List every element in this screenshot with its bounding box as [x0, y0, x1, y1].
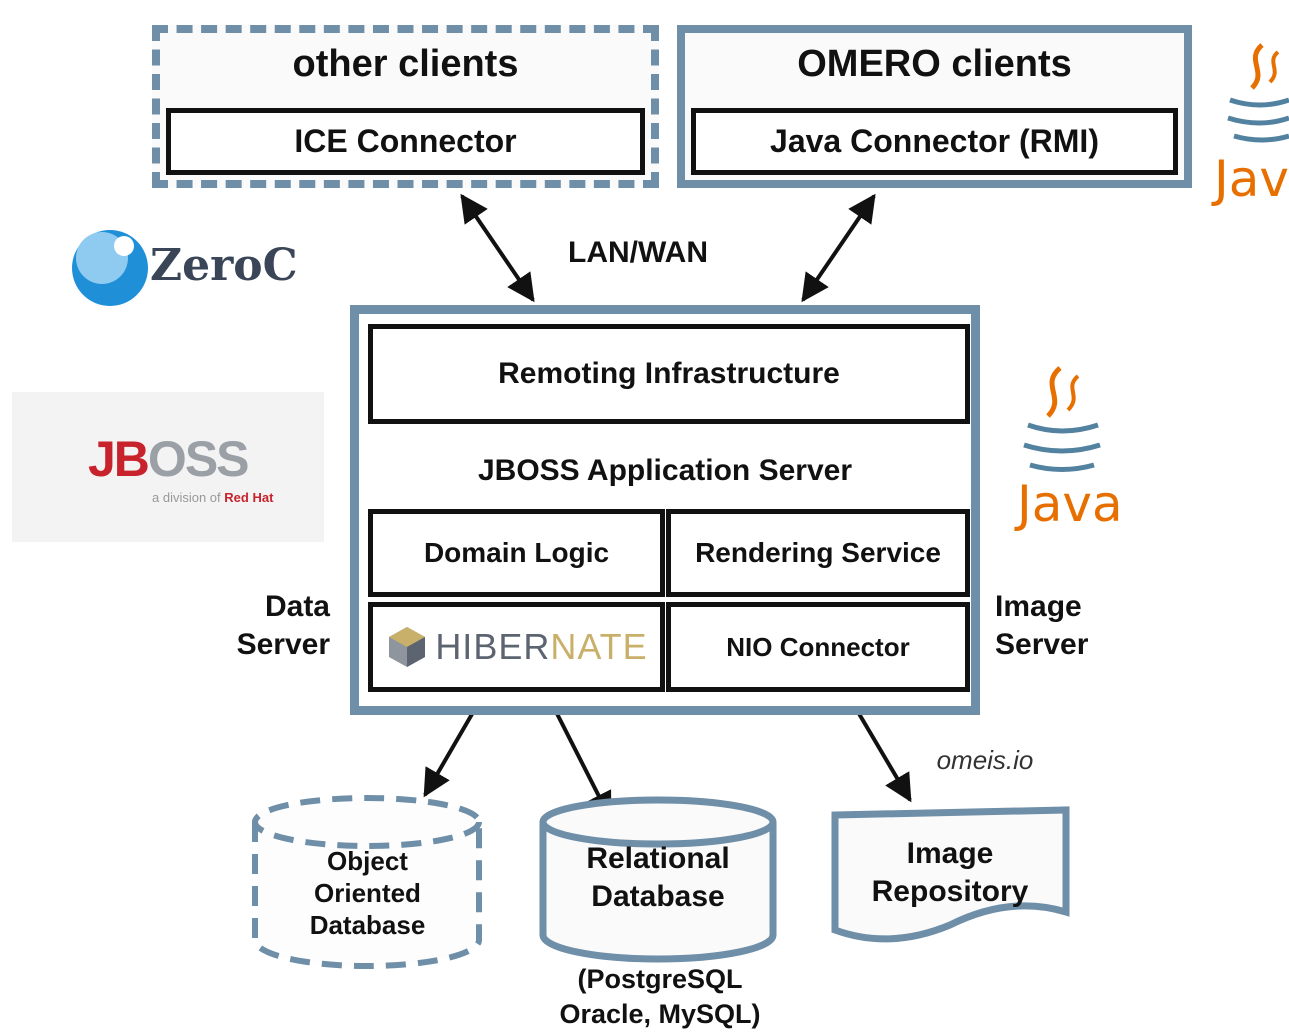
jboss-logo-oss: OSS	[147, 431, 250, 487]
object-db-cylinder	[252, 795, 482, 969]
relational-db-note-line1: (PostgreSQL	[577, 964, 743, 994]
hibernate-logo-part-b: NATE	[550, 626, 648, 667]
relational-db-note-line2: Oracle, MySQL)	[559, 999, 761, 1029]
jboss-logo-panel	[12, 392, 324, 542]
hibernate-logo-part-a: HIBER	[435, 626, 551, 667]
java-rmi-connector: Java Connector (RMI)	[691, 108, 1178, 175]
data-server-label: Data Server	[230, 588, 330, 664]
relational-db-label-line1: Relational	[586, 842, 730, 875]
jboss-app-server-label: JBOSS Application Server	[477, 454, 852, 487]
rendering-service: Rendering Service	[666, 509, 970, 597]
image-repo-label: Image Repository	[840, 835, 1060, 911]
java-logo-mark-mid	[1023, 366, 1101, 472]
relational-db-cylinder	[539, 796, 777, 963]
remoting-infrastructure: Remoting Infrastructure	[368, 324, 970, 424]
data-server-label-line2: Server	[236, 628, 330, 661]
ice-connector: ICE Connector	[166, 108, 645, 175]
omero-clients-title: OMERO clients	[797, 43, 1072, 85]
object-db-label-line2: Oriented	[314, 878, 421, 908]
arrow-ice-to-server	[460, 193, 535, 303]
server-box: Remoting Infrastructure JBOSS Applicatio…	[350, 305, 980, 715]
data-server-label-line1: Data	[264, 590, 330, 623]
relational-db-label-line2: Database	[591, 880, 725, 913]
jboss-logo-sub-text: a division of	[152, 490, 221, 505]
relational-db-note: (PostgreSQL Oracle, MySQL)	[520, 962, 800, 1032]
java-logo-text-mid: Java	[1017, 475, 1123, 533]
image-repo-label-line2: Repository	[871, 875, 1029, 908]
relational-db-label: Relational Database	[548, 840, 768, 916]
hibernate-logo-text: HIBERNATE	[435, 626, 647, 668]
image-server-label-line2: Server	[995, 628, 1089, 661]
image-repo-document	[831, 806, 1070, 943]
lan-wan-label: LAN/WAN	[568, 236, 708, 269]
hibernate-logo-icon	[389, 627, 426, 667]
image-server-label: Image Server	[995, 588, 1125, 664]
object-db-label-line3: Database	[309, 910, 426, 940]
hibernate-box: HIBERNATE	[368, 602, 665, 692]
arrow-rmi-to-server	[801, 193, 876, 303]
image-server-label-line1: Image	[995, 590, 1082, 623]
java-logo-mark-top	[1227, 43, 1289, 143]
other-clients-box: other clients ICE Connector	[152, 25, 659, 188]
nio-connector: NIO Connector	[666, 602, 970, 692]
omero-clients-box: OMERO clients Java Connector (RMI)	[677, 25, 1192, 188]
zeroc-logo-text: ZeroC	[150, 240, 298, 291]
object-db-label: Object Oriented Database	[270, 845, 465, 941]
jboss-logo-redhat: Red Hat	[224, 490, 274, 505]
zeroc-logo-mark	[72, 230, 148, 306]
jboss-logo-text: JBOSS	[88, 430, 250, 488]
java-logo-text-top: Java	[1214, 150, 1289, 208]
jboss-logo-jb: JB	[88, 431, 150, 487]
omeis-io-label: omeis.io	[936, 745, 1034, 775]
domain-logic: Domain Logic	[368, 509, 665, 597]
jboss-logo-subtitle: a division of Red Hat	[152, 490, 273, 505]
other-clients-title: other clients	[292, 43, 519, 85]
image-repo-label-line1: Image	[906, 837, 994, 870]
object-db-label-line1: Object	[327, 846, 408, 876]
